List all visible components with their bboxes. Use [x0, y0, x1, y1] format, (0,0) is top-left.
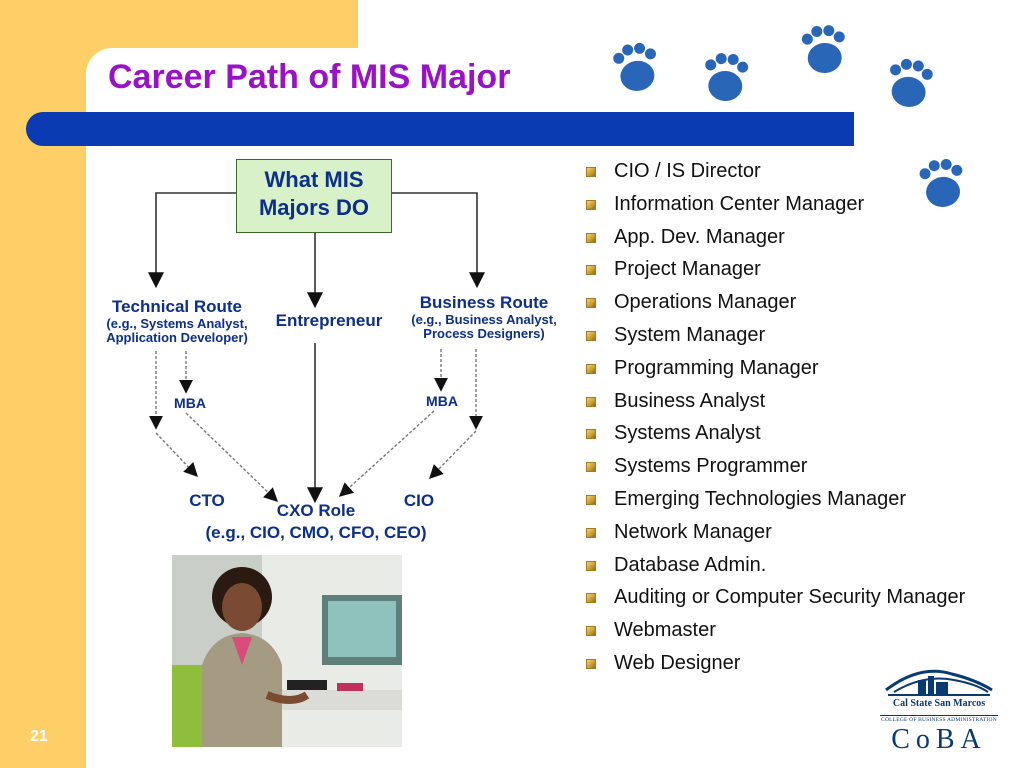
business-route-example-line2: Process Designers) — [423, 326, 545, 342]
list-item-text: Database Admin. — [614, 553, 767, 576]
cxo-role-examples: (e.g., CIO, CMO, CFO, CEO) — [205, 522, 427, 542]
top-box-line1: What MIS — [264, 167, 364, 192]
diagram-arrows — [148, 192, 485, 504]
list-item-text: Operations Manager — [614, 291, 797, 314]
business-route-example-line1: (e.g., Business Analyst, — [411, 311, 557, 327]
list-item: Network Manager — [586, 519, 966, 545]
cto-node: CTO — [189, 491, 225, 510]
bullet-square-icon — [586, 462, 596, 473]
title-underline-bar — [26, 112, 854, 146]
technical-route-node: Technical Route (e.g., Systems Analyst, … — [102, 297, 252, 346]
list-item: Operations Manager — [586, 289, 966, 315]
cxo-role-node: CXO Role (e.g., CIO, CMO, CFO, CEO) — [176, 501, 456, 542]
list-item-text: App. Dev. Manager — [614, 225, 785, 248]
bullet-square-icon — [586, 298, 596, 309]
logo-college-name: COLLEGE OF BUSINESS ADMINISTRATION — [880, 715, 998, 723]
campus-skyline-icon — [885, 669, 993, 696]
cio-node: CIO — [403, 491, 435, 510]
logo-abbreviation: CoBA — [891, 724, 987, 755]
coba-logo: Cal State San Marcos COLLEGE OF BUSINESS… — [880, 660, 1000, 760]
bullet-square-icon — [586, 265, 596, 276]
top-box-line2: Majors DO — [258, 195, 370, 220]
bullet-square-icon — [586, 527, 596, 538]
list-item-text: Web Designer — [614, 651, 741, 674]
what-mis-majors-do-box: What MIS Majors DO — [236, 159, 392, 233]
list-item-text: Network Manager — [614, 520, 772, 543]
list-item-text: Systems Programmer — [614, 455, 808, 478]
bullet-square-icon — [586, 560, 596, 571]
list-item: Database Admin. — [586, 552, 966, 578]
bullet-square-icon — [586, 658, 596, 669]
list-item-text: CIO / IS Director — [614, 160, 761, 182]
list-item-text: Systems Analyst — [614, 422, 761, 445]
bullet-square-icon — [586, 626, 596, 637]
bullet-square-icon — [586, 429, 596, 440]
list-item-text: Information Center Manager — [614, 192, 865, 215]
list-item-text: Business Analyst — [614, 389, 766, 412]
mba-left-node: MBA — [174, 395, 206, 411]
list-item: Emerging Technologies Manager — [586, 486, 966, 512]
list-item-text: Project Manager — [614, 258, 761, 281]
list-item: App. Dev. Manager — [586, 224, 966, 250]
business-route-node: Business Route (e.g., Business Analyst, … — [399, 293, 569, 342]
bullet-square-icon — [586, 494, 596, 505]
list-item: CIO / IS Director — [586, 158, 966, 184]
list-item: Project Manager — [586, 256, 966, 282]
professional-photo — [172, 555, 402, 747]
entrepreneur-node: Entrepreneur — [275, 311, 383, 330]
list-item: System Manager — [586, 322, 966, 348]
page-number: 21 — [30, 728, 48, 745]
cxo-role-title: CXO Role — [276, 501, 356, 520]
mba-right-node: MBA — [426, 393, 458, 409]
career-path-diagram: What MIS Majors DO Technical Route (e.g.… — [96, 155, 576, 550]
technical-route-example-line1: (e.g., Systems Analyst, — [106, 315, 248, 331]
business-route-title: Business Route — [419, 293, 549, 312]
technical-route-example-line2: Application Developer) — [106, 330, 248, 346]
list-item: Web Designer — [586, 650, 966, 676]
slide-title: Career Path of MIS Major — [108, 58, 511, 96]
bullet-square-icon — [586, 199, 596, 210]
bullet-square-icon — [586, 330, 596, 341]
career-list: CIO / IS Director Information Center Man… — [586, 158, 966, 683]
list-item: Business Analyst — [586, 388, 966, 414]
list-item-text: Auditing or Computer Security Manager — [614, 586, 966, 609]
list-item: Systems Programmer — [586, 453, 966, 479]
list-item: Programming Manager — [586, 355, 966, 381]
bullet-square-icon — [586, 363, 596, 374]
bullet-square-icon — [586, 593, 596, 604]
bullet-square-icon — [586, 167, 596, 177]
list-item: Webmaster — [586, 617, 966, 643]
list-item: Information Center Manager — [586, 191, 966, 217]
list-item: Auditing or Computer Security Manager — [586, 584, 966, 610]
list-item-text: Emerging Technologies Manager — [614, 487, 907, 510]
list-item-text: Programming Manager — [614, 356, 819, 379]
logo-school-name: Cal State San Marcos — [892, 698, 986, 709]
bullet-square-icon — [586, 232, 596, 243]
bullet-square-icon — [586, 396, 596, 407]
list-item-text: System Manager — [614, 323, 766, 346]
technical-route-title: Technical Route — [111, 297, 243, 316]
list-item: Systems Analyst — [586, 420, 966, 446]
list-item-text: Webmaster — [614, 619, 716, 642]
